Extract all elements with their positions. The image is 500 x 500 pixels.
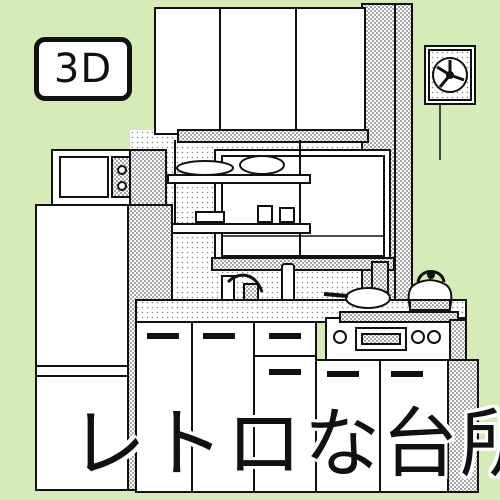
page-title: レトロな台所 — [70, 399, 500, 488]
window-icon — [211, 149, 395, 271]
frying-pan-icon — [323, 287, 391, 309]
faucet-icon — [221, 261, 389, 305]
kettle-icon — [407, 270, 453, 311]
sink-cabinet-icon — [135, 321, 479, 493]
3d-badge: 3D — [34, 37, 132, 101]
gas-stove-icon — [325, 311, 467, 365]
wall-cabinet-icon — [154, 7, 369, 143]
dish-rack-icon — [167, 140, 311, 234]
microwave-icon — [51, 149, 167, 209]
exhaust-fan-icon — [424, 45, 476, 160]
